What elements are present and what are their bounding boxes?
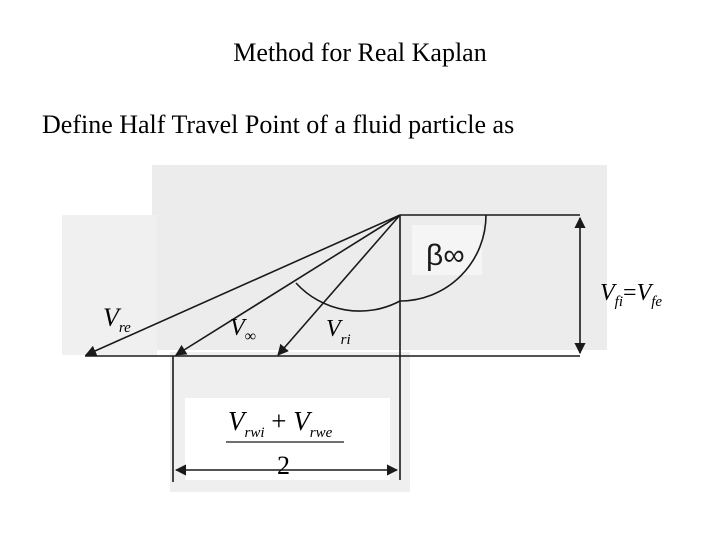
beta-inf-label: β∞	[426, 239, 465, 272]
v-re-vector	[84, 214, 401, 357]
diagram-panel-angle-box	[412, 225, 482, 275]
v-ri-vector	[277, 214, 401, 356]
v-re-label: Vre	[103, 303, 131, 336]
beta-inf-arc	[399, 214, 487, 302]
lower-angle-arc	[295, 282, 401, 312]
slide-subtitle: Define Half Travel Point of a fluid part…	[42, 110, 515, 139]
vf-label: Vfi=Vfe	[600, 280, 662, 310]
fraction-denominator: 2	[277, 451, 290, 480]
slide-title: Method for Real Kaplan	[233, 38, 487, 67]
diagram-panel-left	[62, 215, 157, 355]
v-inf-label: V∞	[230, 315, 256, 345]
v-inf-vector	[175, 214, 401, 356]
fraction-numerator: Vrwi + Vrwe	[228, 406, 333, 441]
v-ri-label: Vri	[326, 316, 351, 348]
diagram-panel-top	[152, 165, 607, 350]
